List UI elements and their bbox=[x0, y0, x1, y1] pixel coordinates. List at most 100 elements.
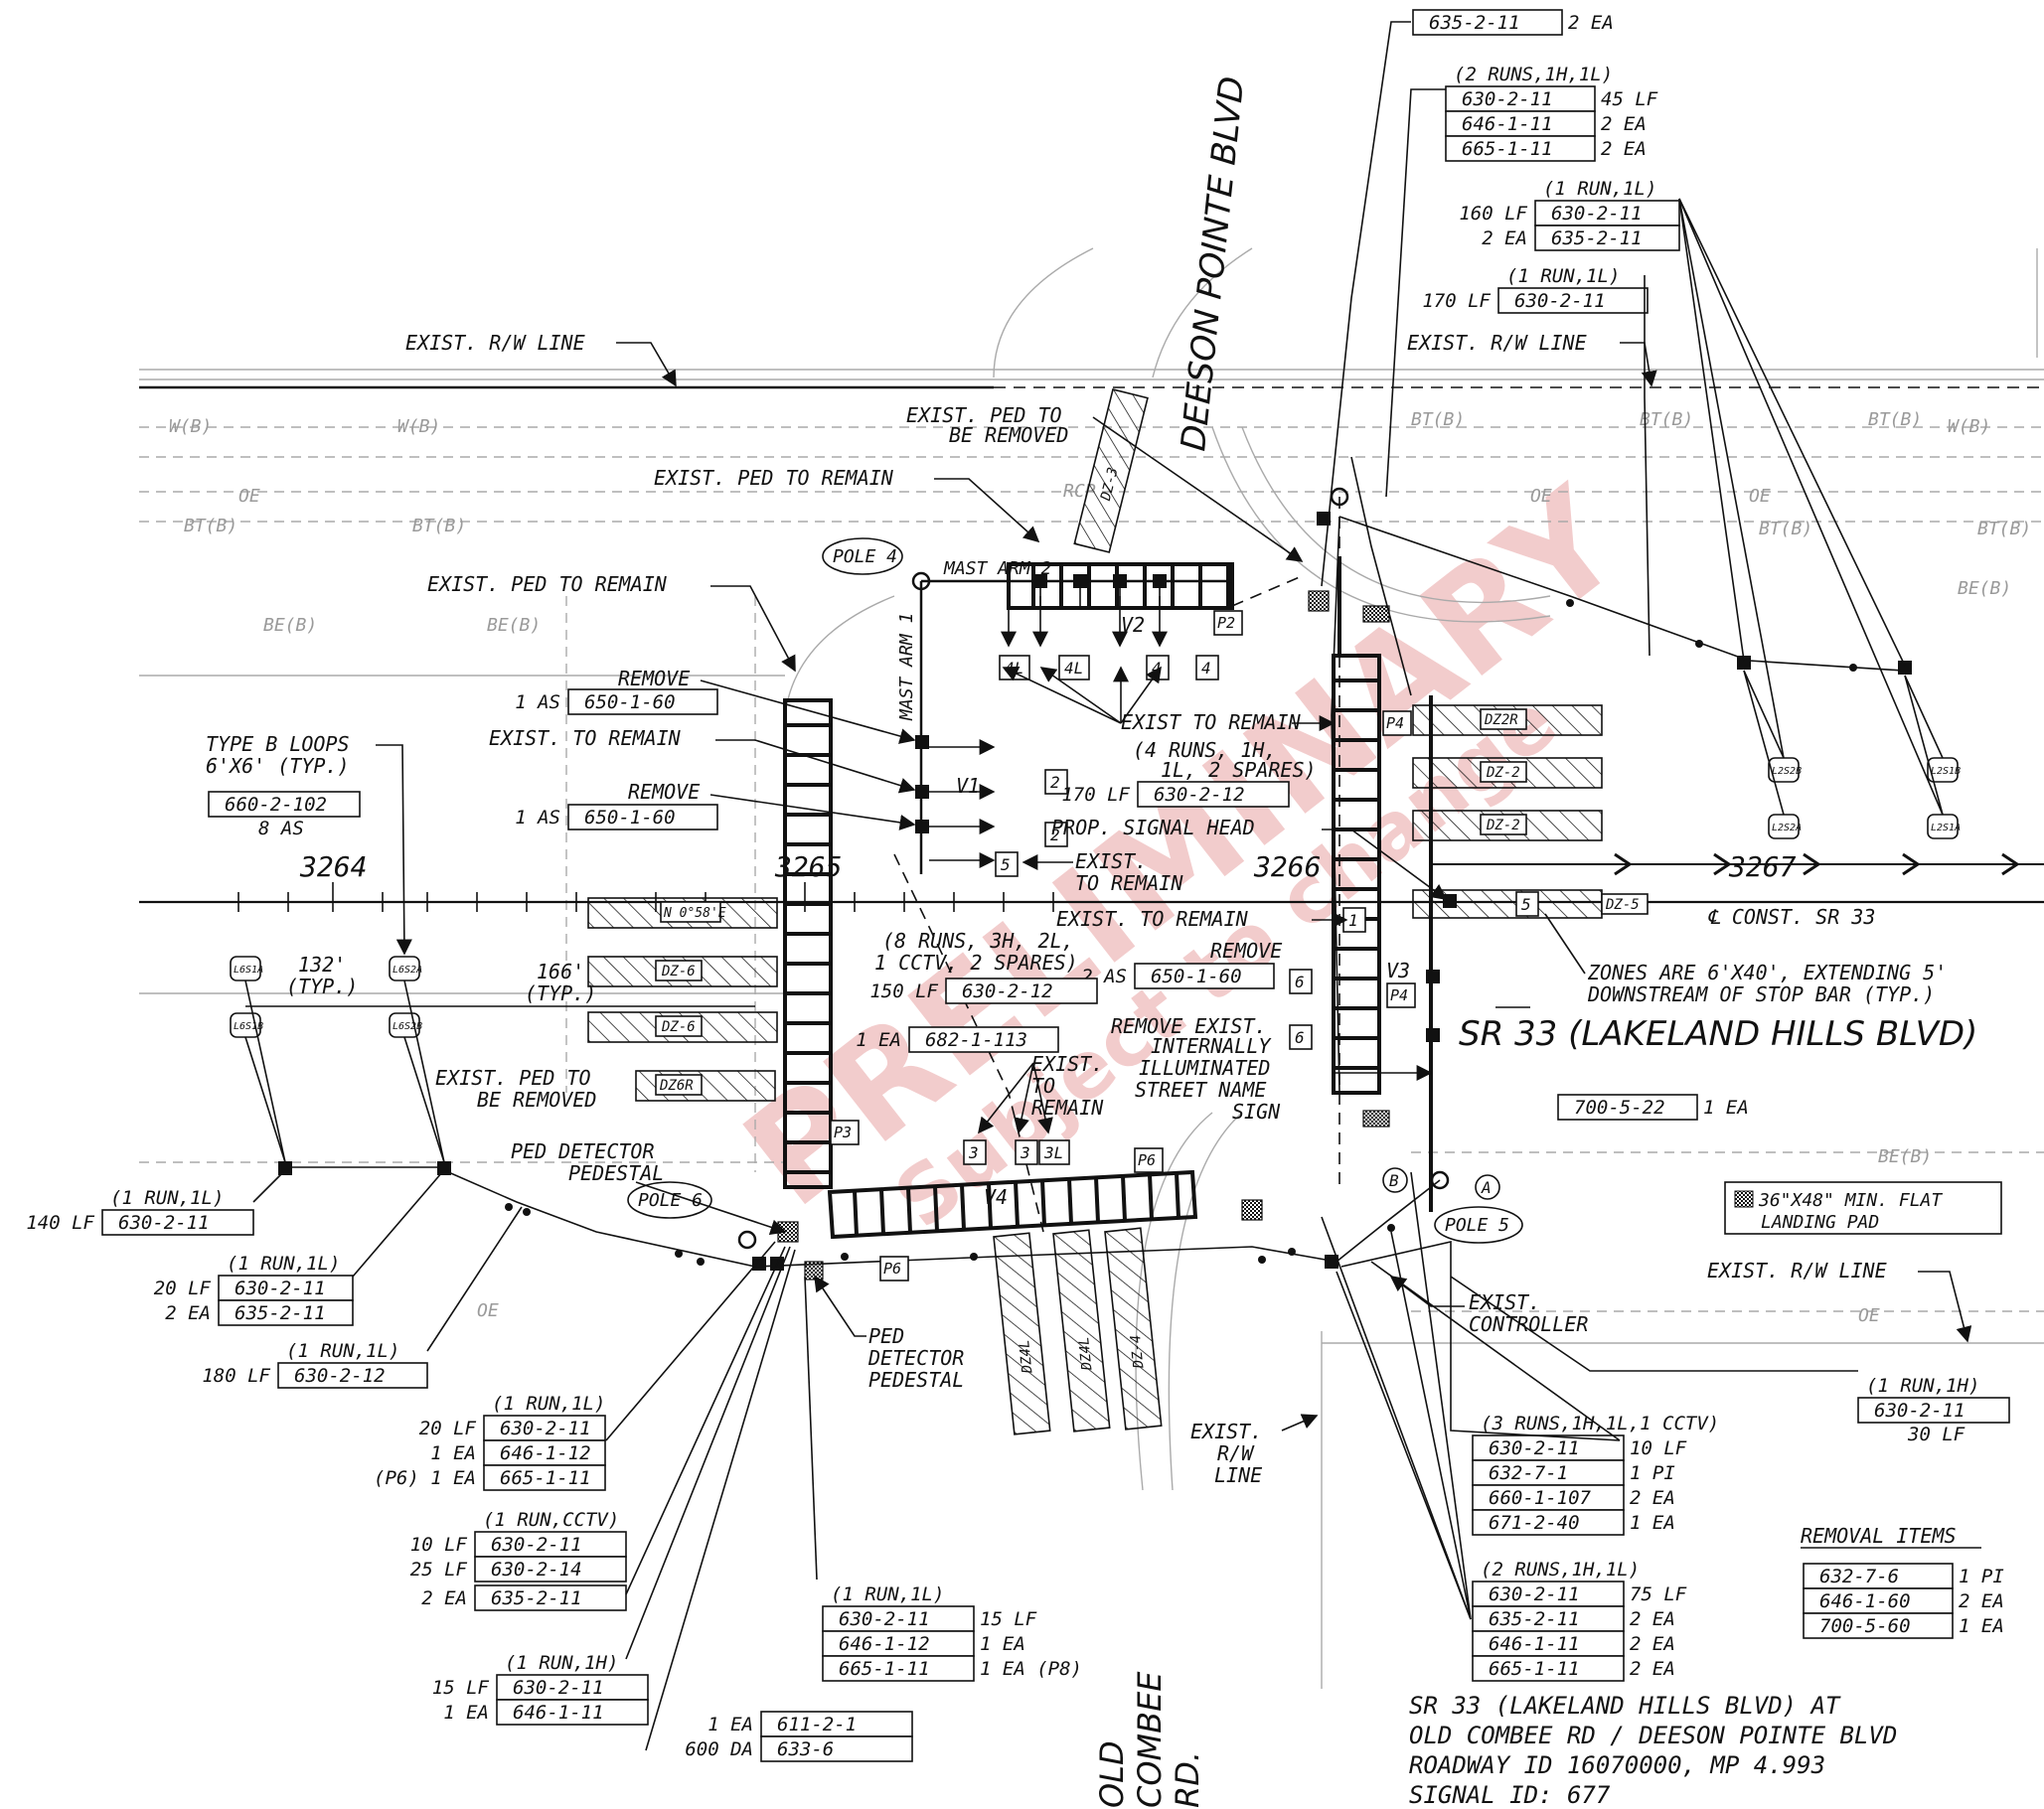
utility-label: BT(B) bbox=[1640, 409, 1693, 430]
signal-head-tag-label: 4L bbox=[1005, 659, 1023, 678]
signal-head-tag-label: 2 bbox=[1050, 773, 1060, 792]
detector-zones: DZ-3 DZ2R DZ-2 DZ-2 DZ-5 N 0°58'E DZ-6 D… bbox=[587, 388, 1649, 1435]
note-remove-sign: STREET NAME bbox=[1135, 1078, 1266, 1102]
pay-item-quantity: 1 AS bbox=[515, 807, 560, 829]
mast-arm-1-label: MAST ARM 1 bbox=[896, 613, 917, 721]
note-ped-detector-left: PEDESTAL bbox=[568, 1161, 664, 1185]
pay-item-quantity: 2 EA bbox=[1482, 227, 1527, 249]
pay-item-code: 665-1-11 bbox=[1489, 1658, 1580, 1680]
loop-tag-label: L2S1B bbox=[1931, 766, 1961, 777]
pay-item-cell bbox=[1137, 781, 1290, 808]
detector-zone: DZ-6 bbox=[587, 1011, 778, 1043]
signal-head-tag-label: 6 bbox=[1295, 973, 1305, 991]
right-of-way-lines: EXIST. R/W LINE EXIST. R/W LINE EXIST. R… bbox=[139, 331, 2044, 1487]
ped-tag-label: P2 bbox=[1217, 614, 1235, 632]
detector-zone: DZ6R bbox=[635, 1070, 776, 1102]
utility-label: BT(B) bbox=[1868, 409, 1922, 430]
pay-item-code: 630-2-12 bbox=[1154, 784, 1245, 806]
landing-pad-text: LANDING PAD bbox=[1761, 1212, 1879, 1233]
street-name-line: RD. bbox=[1169, 1751, 1206, 1808]
pay-item-cell bbox=[496, 1674, 649, 1701]
pole-5-marker bbox=[1430, 1170, 1450, 1190]
removal-items-heading: REMOVAL ITEMS bbox=[1801, 1524, 1957, 1548]
pay-item-cell bbox=[1803, 1563, 1954, 1589]
row-line-label: EXIST. R/W LINE bbox=[1707, 1259, 1887, 1282]
detector-zone: DZ-2 bbox=[1412, 810, 1603, 841]
loop-tag-label: L2S2A bbox=[1772, 823, 1802, 833]
pay-item-code: 630-2-11 bbox=[513, 1677, 604, 1699]
callout-b-label: B bbox=[1389, 1171, 1399, 1190]
pole-4-callout bbox=[822, 537, 903, 575]
pay-item-code: 635-2-11 bbox=[1551, 227, 1643, 249]
ped-tag-label: P4 bbox=[1390, 986, 1408, 1004]
note-exist-remain-center: EXIST TO REMAIN bbox=[1121, 710, 1302, 734]
pole-4-label: POLE 4 bbox=[833, 546, 897, 567]
ped-tag-label: P3 bbox=[834, 1124, 852, 1141]
pay-item-cell bbox=[474, 1584, 627, 1611]
note-exist-remain: EXIST. TO REMAIN bbox=[489, 726, 682, 750]
loop-tag-label: L6S2B bbox=[393, 1021, 422, 1032]
pay-item-header: (1 RUN,1L) bbox=[286, 1340, 399, 1362]
pay-item-cell bbox=[277, 1362, 428, 1389]
pay-item-quantity: 1 PI bbox=[1630, 1462, 1675, 1484]
pay-item-code: 650-1-60 bbox=[584, 807, 676, 829]
loop-tag: L2S2A bbox=[1768, 814, 1802, 839]
note-ped-detector-bottom: PEDESTAL bbox=[868, 1368, 964, 1392]
pay-item-footer: 30 LF bbox=[1907, 1424, 1965, 1445]
note-ped-detector-bottom: DETECTOR bbox=[867, 1346, 964, 1370]
signal-head-tag bbox=[1038, 1139, 1070, 1165]
pole-5-label: POLE 5 bbox=[1445, 1215, 1509, 1236]
preliminary-watermark: PRELIMINARY Subject to change bbox=[716, 458, 1651, 1246]
utility-label: BE(B) bbox=[263, 615, 317, 636]
pay-item-cell bbox=[1472, 1509, 1625, 1536]
pay-item-code: 630-2-11 bbox=[118, 1212, 210, 1234]
pay-item-quantity: 2 EA bbox=[1630, 1608, 1675, 1630]
pay-item-cell bbox=[483, 1415, 606, 1441]
pay-item-leaders bbox=[252, 21, 1944, 1751]
pay-item-cell bbox=[496, 1699, 649, 1726]
note-remove: REMOVE bbox=[618, 667, 690, 690]
v-label: V3 bbox=[1386, 959, 1410, 982]
pay-item-header: (1 RUN,1L) bbox=[831, 1583, 944, 1605]
utility-label: BE(B) bbox=[1958, 578, 2011, 599]
note-ped-removed-left: BE REMOVED bbox=[477, 1088, 596, 1112]
signal-head-tag bbox=[1058, 655, 1090, 680]
note-remove-6: REMOVE bbox=[1210, 939, 1282, 963]
callout-b bbox=[1382, 1167, 1408, 1193]
note-exist-controller: EXIST. bbox=[1469, 1290, 1540, 1314]
pay-item-code: 630-2-11 bbox=[1489, 1437, 1580, 1459]
pay-item-quantity: 2 EA bbox=[421, 1587, 467, 1609]
loop-tag-label: L6S2A bbox=[393, 965, 422, 976]
pay-item-cell bbox=[908, 1026, 1059, 1053]
misc-labels: V1 V2 V3 V4 A B bbox=[956, 613, 1500, 1209]
pay-item-code: 632-7-1 bbox=[1489, 1462, 1568, 1484]
station-label: 3266 bbox=[1253, 850, 1321, 883]
detector-zone: N 0°58'E bbox=[587, 897, 778, 929]
pay-item-code: 635-2-11 bbox=[1489, 1608, 1580, 1630]
utility-label: W(B) bbox=[397, 416, 440, 437]
pay-item-code: 665-1-11 bbox=[500, 1467, 591, 1489]
row-line-label: EXIST. bbox=[1190, 1420, 1262, 1443]
signal-head-tag bbox=[1195, 655, 1219, 680]
utility-label: BT(B) bbox=[184, 516, 237, 536]
pay-item-cell bbox=[1472, 1605, 1625, 1632]
loop-tag: L6S2B bbox=[389, 1012, 422, 1038]
pay-item-quantity: 1 EA (P8) bbox=[980, 1658, 1082, 1680]
utility-label: BT(B) bbox=[1977, 519, 2031, 539]
pay-item-code: 646-1-12 bbox=[500, 1442, 591, 1464]
note-remove-sign: SIGN bbox=[1232, 1100, 1281, 1124]
pay-item-quantity: 1 EA bbox=[1959, 1615, 2004, 1637]
signal-head-tag-label: 3 bbox=[968, 1143, 979, 1162]
pay-item-quantity: 20 LF bbox=[419, 1418, 477, 1439]
note-exist-remain-3: EXIST. bbox=[1031, 1052, 1103, 1076]
loop-tag: L6S1A bbox=[230, 956, 263, 981]
